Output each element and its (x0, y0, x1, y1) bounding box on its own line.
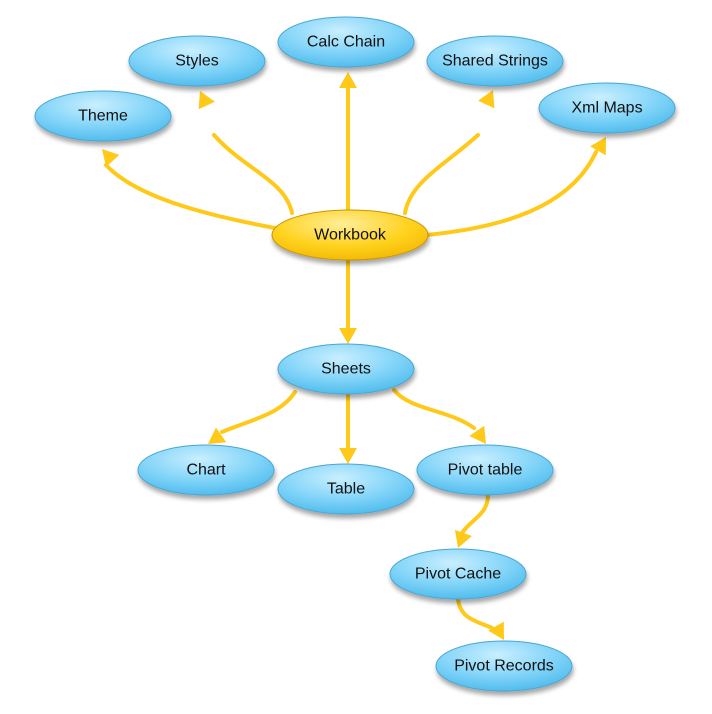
node-styles-shape (128, 35, 266, 87)
node-theme-shape (34, 90, 172, 142)
arrowhead-workbook-to-theme (102, 149, 120, 167)
node-calc-chain-shape (277, 16, 415, 68)
node-chart-label: Chart (186, 462, 226, 479)
node-calc-chain-label: Calc Chain (307, 34, 385, 51)
node-pivot-table-shape (416, 444, 554, 496)
node-styles-label: Styles (175, 53, 219, 70)
node-pivot-records: Pivot Records (435, 640, 573, 692)
node-table: Table (277, 463, 415, 515)
node-sheets: Sheets (277, 343, 415, 395)
arrowhead-workbook-to-sheets (339, 328, 357, 344)
node-workbook-shape (271, 209, 429, 261)
node-shared-strings: Shared Strings (426, 35, 564, 87)
arrowhead-workbook-to-styles (198, 91, 215, 110)
edge-workbook-to-xml-maps (424, 150, 598, 237)
node-sheets-label: Sheets (321, 361, 371, 378)
edge-layer (102, 72, 606, 640)
node-workbook-label: Workbook (314, 227, 387, 244)
node-calc-chain: Calc Chain (277, 16, 415, 68)
arrowhead-pivot-cache-to-pivot-records (488, 621, 504, 640)
node-pivot-records-shape (435, 640, 573, 692)
node-xml-maps-shape (538, 82, 676, 134)
node-pivot-records-label: Pivot Records (454, 658, 554, 675)
arrowhead-sheets-to-table (339, 448, 357, 464)
node-styles: Styles (128, 35, 266, 87)
arrowhead-sheets-to-chart (208, 427, 227, 444)
node-pivot-cache: Pivot Cache (389, 548, 527, 600)
node-pivot-cache-label: Pivot Cache (415, 566, 501, 583)
node-table-label: Table (327, 481, 365, 498)
edge-pivot-cache-to-pivot-records (456, 597, 494, 630)
edge-sheets-to-pivot-table (392, 388, 476, 430)
edge-workbook-to-theme (104, 163, 277, 230)
arrowhead-sheets-to-pivot-table (469, 425, 486, 444)
arrowhead-workbook-to-xml-maps (590, 137, 606, 156)
node-xml-maps: Xml Maps (538, 82, 676, 134)
node-xml-maps-label: Xml Maps (571, 100, 642, 117)
node-table-shape (277, 463, 415, 515)
node-pivot-table-label: Pivot table (448, 462, 523, 479)
node-pivot-cache-shape (389, 548, 527, 600)
edge-workbook-to-shared-strings (403, 133, 480, 215)
arrowhead-workbook-to-calc-chain (339, 72, 357, 88)
node-chart: Chart (137, 444, 275, 496)
node-workbook: Workbook (271, 209, 429, 261)
node-theme: Theme (34, 90, 172, 142)
edge-pivot-table-to-pivot-cache (460, 493, 490, 535)
node-theme-label: Theme (78, 108, 128, 125)
arrowhead-pivot-table-to-pivot-cache (455, 529, 472, 548)
edge-workbook-to-styles (212, 133, 294, 215)
node-shared-strings-label: Shared Strings (442, 53, 548, 70)
node-chart-shape (137, 444, 275, 496)
node-pivot-table: Pivot table (416, 444, 554, 496)
arrowhead-workbook-to-shared-strings (478, 90, 495, 109)
edge-sheets-to-chart (220, 390, 297, 434)
node-sheets-shape (277, 343, 415, 395)
node-shared-strings-shape (426, 35, 564, 87)
